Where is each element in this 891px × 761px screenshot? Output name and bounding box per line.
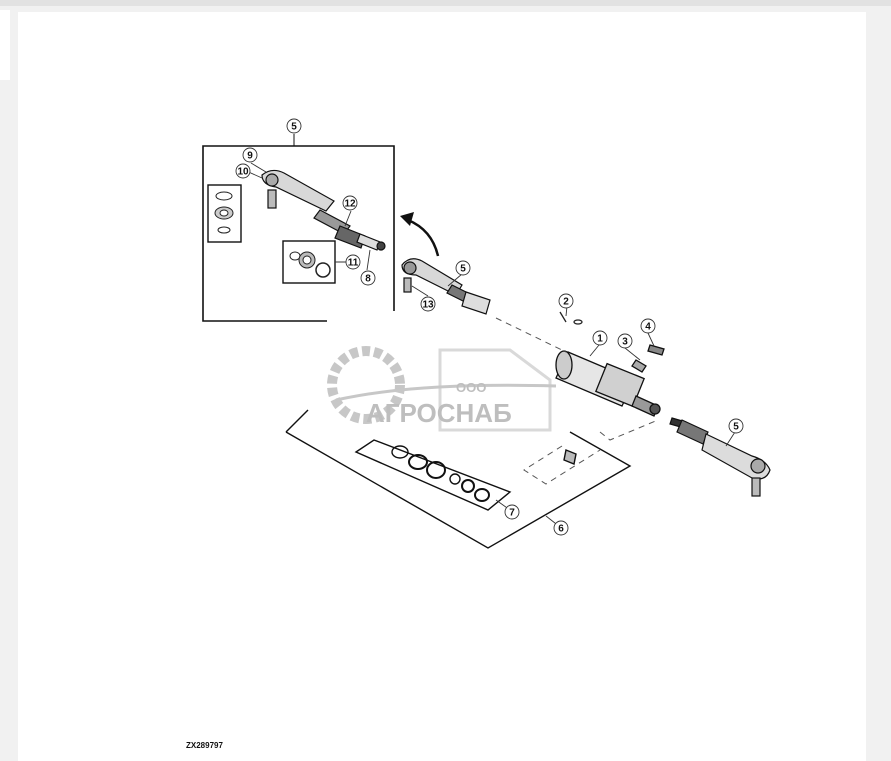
side-panel-edge [0,10,10,80]
callout-10: 10 [235,163,251,179]
callout-1: 1 [592,330,608,346]
callout-label: 13 [422,300,434,311]
callout-6: 6 [553,520,569,536]
seal-kit-box [207,184,242,243]
callout-8: 8 [360,270,376,286]
callout-label: 5 [291,122,297,133]
callout-label: 3 [622,337,628,348]
callout-12: 12 [342,195,358,211]
leader-lines [495,317,659,485]
callout-11: 11 [345,254,361,270]
browser-top-bar [0,0,891,6]
watermark-logo: ООО АГРОСНАБ [327,346,557,432]
callout-label: 5 [733,422,739,433]
callout-label: 2 [563,297,569,308]
callout-label: 1 [597,334,603,345]
detail-box [202,134,395,322]
callout-5: 5 [455,260,471,276]
callout-label: 6 [558,524,564,535]
figure-id: ZX289797 [186,741,223,750]
callout-7: 7 [504,504,520,520]
callout-5: 5 [286,118,302,134]
watermark-line2: АГРОСНАБ [366,398,512,428]
tie-rod-upper [401,258,491,315]
watermark-line1: ООО [456,380,486,395]
detail-arrow [407,218,440,257]
bearing-kit-box [282,240,336,284]
tie-rod-end-detail [261,169,386,251]
callout-label: 11 [348,258,359,269]
callout-label: 5 [460,264,466,275]
callout-label: 12 [344,199,356,210]
tie-rod-lower [669,417,771,497]
seal-kit-box-lower [285,409,632,549]
callout-label: 8 [365,274,371,285]
callout-5: 5 [728,418,744,434]
callout-label: 4 [645,322,651,333]
callout-3: 3 [617,333,633,349]
callout-2: 2 [558,293,574,309]
callout-9: 9 [242,147,258,163]
callout-label: 10 [237,167,249,178]
callout-label: 7 [509,508,515,519]
arrow-head [400,212,414,226]
callout-13: 13 [420,296,436,312]
callout-label: 9 [247,151,253,162]
steering-cylinder [555,311,665,417]
callout-4: 4 [640,318,656,334]
